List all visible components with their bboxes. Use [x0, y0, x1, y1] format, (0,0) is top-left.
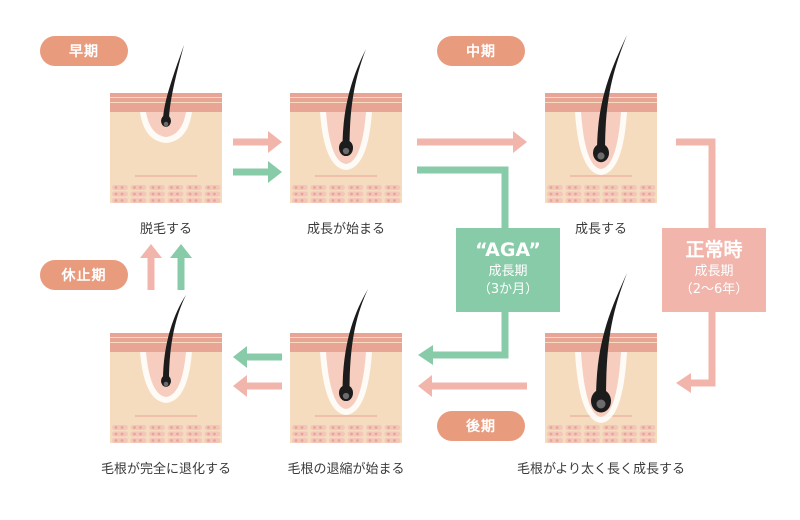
aga-path-arrowhead — [418, 345, 433, 365]
panel-thicker-longer — [545, 273, 657, 443]
stage-label-growth-start: 成長が始まる — [306, 222, 386, 237]
panel-growing — [545, 35, 657, 203]
arrow-start-to-growing-pink — [417, 131, 527, 153]
arrow-rest-up-pink — [140, 244, 162, 290]
aga-title: “AGA” — [475, 239, 541, 262]
phase-middle-pill: 中期 — [437, 36, 525, 66]
arrow-shed-to-start-pink — [233, 131, 282, 153]
normal-line1: 成長期 — [694, 264, 734, 280]
normal-path-arrowhead — [676, 373, 691, 393]
phase-late-label: 後期 — [466, 419, 496, 435]
panel-regression-start — [290, 289, 402, 443]
phase-rest-pill: 休止期 — [40, 260, 128, 290]
arrow-regress-to-full-pink — [233, 375, 282, 397]
stage-label-growing: 成長する — [574, 222, 628, 237]
stage-label-thicker-longer: 毛根がより太く長く成長する — [516, 462, 686, 477]
normal-growth-box: 正常時 成長期 （2〜6年） — [662, 228, 766, 312]
arrow-rest-up-green — [170, 244, 192, 290]
normal-line2: （2〜6年） — [679, 282, 749, 298]
phase-early-pill: 早期 — [40, 36, 128, 66]
stage-label-shedding: 脱毛する — [139, 222, 193, 237]
panel-shedding — [110, 45, 222, 203]
arrow-shed-to-start-green — [233, 161, 282, 183]
stage-label-fully-regressed: 毛根が完全に退化する — [100, 462, 232, 477]
phase-rest-label: 休止期 — [61, 268, 107, 284]
panel-fully-regressed — [110, 295, 222, 443]
aga-line2: （3か月） — [477, 282, 539, 298]
phase-middle-label: 中期 — [466, 44, 496, 60]
aga-growth-box: “AGA” 成長期 （3か月） — [456, 228, 560, 312]
arrow-thicker-to-regress-pink — [418, 375, 527, 397]
normal-title: 正常時 — [685, 239, 743, 262]
phase-early-label: 早期 — [69, 44, 99, 60]
stage-label-regression-start: 毛根の退縮が始まる — [287, 462, 405, 477]
panel-growth-start — [290, 49, 402, 203]
aga-line1: 成長期 — [488, 264, 528, 280]
phase-late-pill: 後期 — [437, 411, 525, 441]
arrow-regress-to-full-green — [233, 346, 282, 368]
